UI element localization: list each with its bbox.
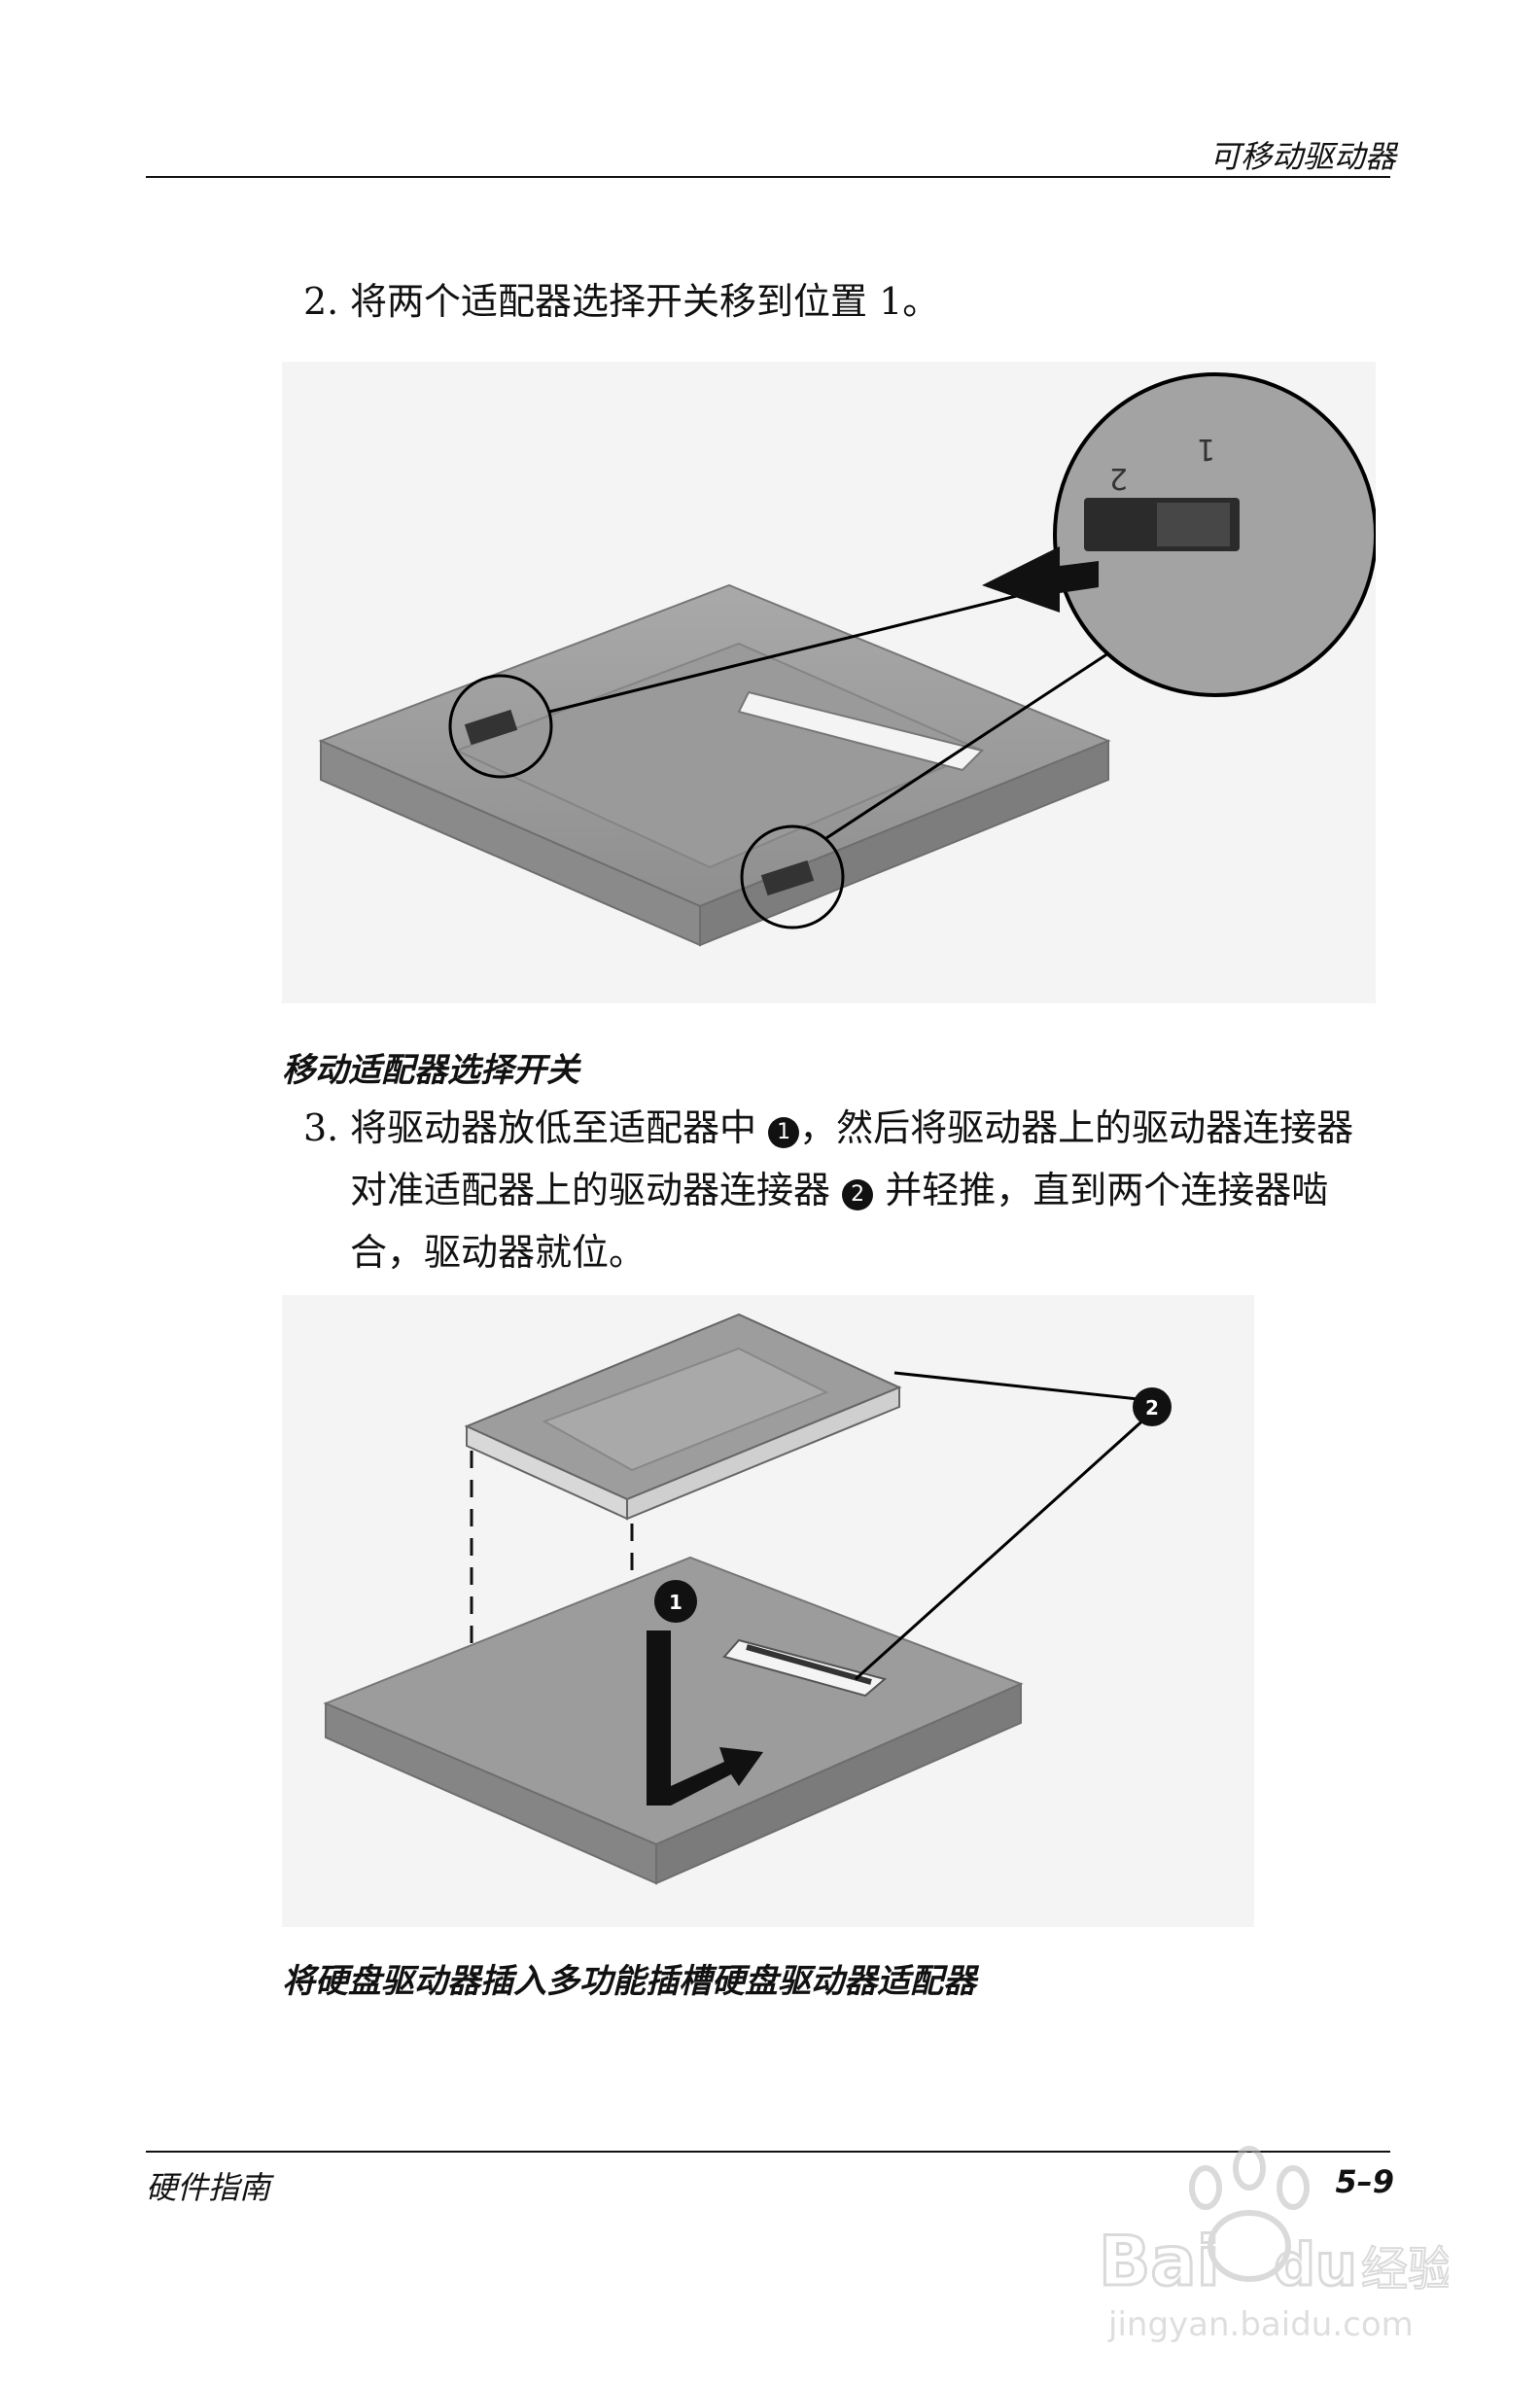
svg-text:du: du <box>1274 2231 1357 2299</box>
adapter-switch-illustration: 2 1 <box>318 372 1378 947</box>
step-2: 2. 将两个适配器选择开关移到位置 1。 <box>303 270 1384 333</box>
footer-rule <box>146 2151 1390 2153</box>
step-3: 3. 将驱动器放低至适配器中 1，然后将驱动器上的驱动器连接器对准适配器上的驱动… <box>303 1097 1384 1283</box>
page-number: 5–9 <box>1335 2163 1394 2200</box>
figure-drive-insert: 2 1 <box>282 1295 1254 1927</box>
callout-1-marker: 1 <box>768 1117 800 1148</box>
drive-insert-illustration: 2 1 <box>323 1313 1172 1885</box>
callout-2: 2 <box>1145 1396 1159 1420</box>
svg-text:Bai: Bai <box>1099 2222 1220 2301</box>
step-number: 2. <box>303 280 339 323</box>
running-header: 可移动驱动器 <box>1208 138 1396 175</box>
watermark-url: jingyan.baidu.com <box>1107 2305 1414 2344</box>
header-rule <box>146 176 1390 178</box>
step-number: 3. <box>303 1106 339 1149</box>
figure-adapter-switch: 2 1 <box>282 362 1378 1003</box>
switch-label-1: 1 <box>1197 432 1215 466</box>
figure-1-caption: 移动适配器选择开关 <box>282 1051 579 1090</box>
callout-1: 1 <box>669 1591 682 1614</box>
svg-text:经验: 经验 <box>1361 2242 1449 2296</box>
figure-2-caption: 将硬盘驱动器插入多功能插槽硬盘驱动器适配器 <box>282 1962 976 2001</box>
step-text: 将两个适配器选择开关移到位置 1。 <box>350 280 940 323</box>
switch-label-2: 2 <box>1109 461 1128 495</box>
callout-2-marker: 2 <box>842 1179 874 1210</box>
step-text: 将驱动器放低至适配器中 1，然后将驱动器上的驱动器连接器对准适配器上的驱动器连接… <box>350 1106 1354 1274</box>
baidu-jingyan-watermark: Bai du 经验 jingyan.baidu.com <box>1098 2146 1449 2344</box>
footer-book-title: 硬件指南 <box>146 2169 271 2206</box>
